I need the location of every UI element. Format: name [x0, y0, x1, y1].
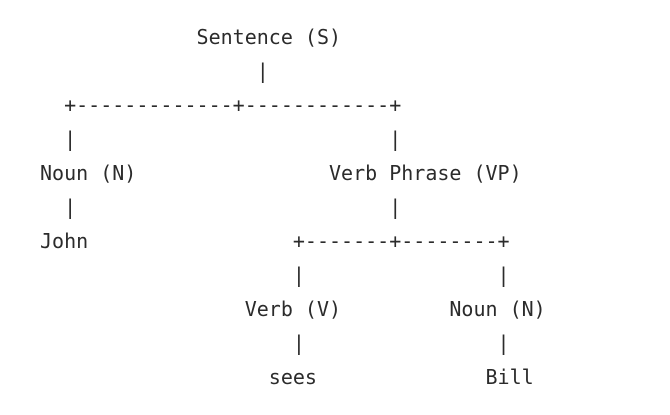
tree-line-branch-connectors: | | [40, 127, 402, 151]
tree-line-level-1-labels: Noun (N) Verb Phrase (VP) [40, 161, 522, 185]
tree-line-level-2-labels: Verb (V) Noun (N) [40, 297, 546, 321]
tree-line-leaf-words: sees Bill [40, 365, 534, 389]
tree-line-level-2-stems: | | [40, 331, 510, 355]
tree-line-john-and-vp-branch: John +-------+--------+ [40, 229, 510, 253]
tree-line-vp-connectors: | | [40, 263, 510, 287]
tree-line-root-branch: +-------------+------------+ [40, 93, 402, 117]
tree-line-level-1-stems: | | [40, 195, 402, 219]
tree-line-root-label: Sentence (S) [40, 25, 342, 49]
tree-line-root-stem: | [40, 59, 269, 83]
